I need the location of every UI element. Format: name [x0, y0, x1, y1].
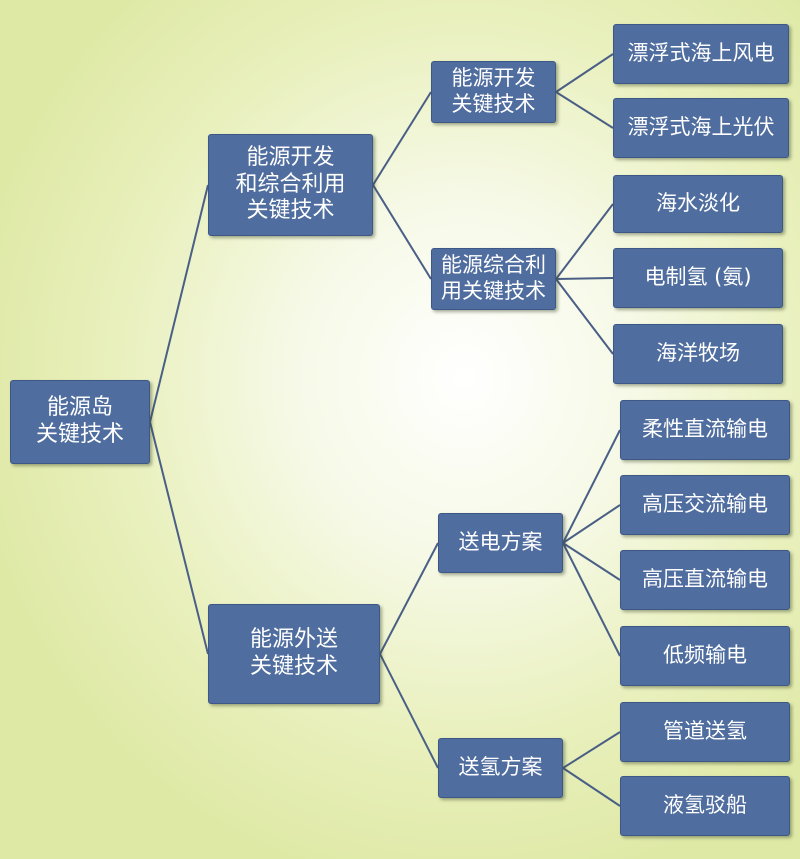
connector-line-6	[379, 653, 439, 769]
leaf-ocean-ranch-node: 海洋牧场	[613, 324, 783, 384]
connector-line-1	[149, 184, 209, 423]
branch-energy-export-node: 能源外送 关键技术	[208, 604, 380, 704]
leaf-floating-wind-node: 漂浮式海上风电	[613, 24, 789, 84]
connector-line-7	[555, 53, 614, 93]
connector-line-15	[562, 542, 621, 657]
group-power-transmission-node: 送电方案	[438, 513, 563, 573]
connector-line-14	[562, 542, 621, 581]
connector-line-16	[562, 731, 621, 769]
group-integrated-use-node: 能源综合利 用关键技术	[431, 248, 556, 310]
leaf-desalination-node: 海水淡化	[613, 175, 783, 233]
connector-line-9	[555, 203, 614, 280]
connector-line-13	[562, 504, 621, 544]
leaf-hvdc-node: 高压直流输电	[620, 550, 790, 610]
connector-line-2	[149, 421, 209, 655]
connector-line-11	[555, 278, 614, 355]
root-node: 能源岛 关键技术	[10, 380, 150, 464]
leaf-hvac-node: 高压交流输电	[620, 475, 790, 535]
group-hydrogen-transport-node: 送氢方案	[438, 738, 563, 798]
connector-line-3	[372, 91, 432, 186]
leaf-hydrogen-ammonia-node: 电制氢 (氨)	[613, 248, 783, 308]
leaf-floating-pv-node: 漂浮式海上光伏	[613, 98, 789, 158]
connector-line-5	[379, 542, 439, 655]
group-development-tech-node: 能源开发 关键技术	[431, 61, 556, 123]
connector-line-4	[372, 184, 432, 280]
leaf-liquid-hydrogen-barge-node: 液氢驳船	[620, 776, 790, 836]
leaf-low-frequency-node: 低频输电	[620, 626, 790, 686]
leaf-pipeline-hydrogen-node: 管道送氢	[620, 702, 790, 762]
connector-line-17	[562, 767, 621, 807]
branch-energy-development-node: 能源开发 和综合利用 关键技术	[208, 134, 373, 236]
connector-line-8	[555, 91, 614, 129]
connector-line-12	[562, 429, 621, 544]
leaf-flexible-dc-node: 柔性直流输电	[620, 400, 790, 460]
connector-line-10	[555, 277, 614, 280]
